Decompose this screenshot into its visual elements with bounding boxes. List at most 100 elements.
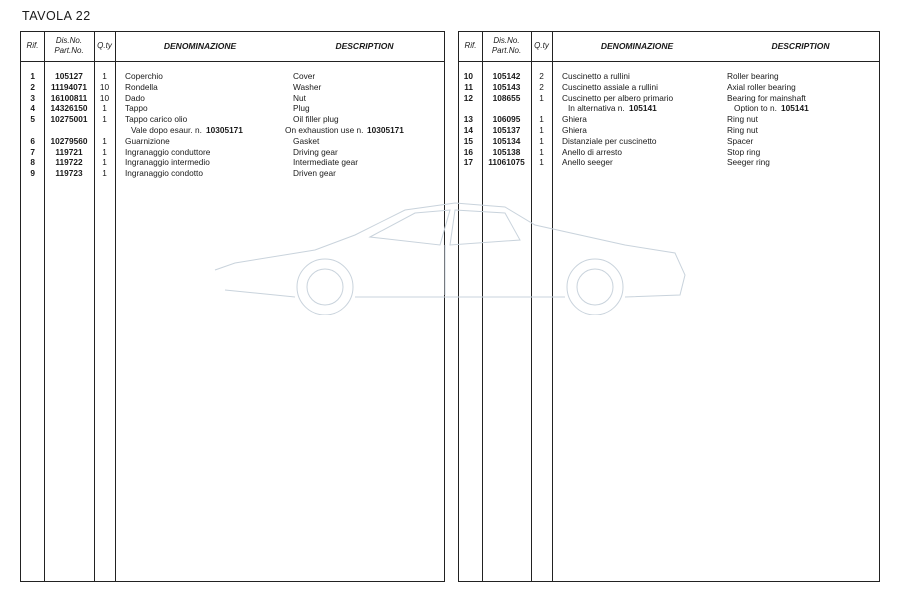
table-row: 16 105138 1 Anello di arresto Stop ring xyxy=(459,147,879,158)
page-title: TAVOLA 22 xyxy=(22,9,91,23)
description: Stop ring xyxy=(727,146,761,157)
description: Ring nut xyxy=(727,124,758,135)
description: Washer xyxy=(293,81,322,92)
quantity: 1 xyxy=(102,71,107,81)
description: Cover xyxy=(293,71,316,81)
note-it: In alternativa n. xyxy=(568,103,625,114)
part-number: 119723 xyxy=(55,168,83,179)
parts-table-left: Rif. Dis.No. Part.No. Q.ty DENOMINAZIONE… xyxy=(20,31,445,582)
denominazione: Anello di arresto xyxy=(562,146,622,157)
rif-number: 8 xyxy=(30,157,35,168)
description: Ring nut xyxy=(727,114,758,125)
car-silhouette-watermark xyxy=(214,202,686,315)
column-divider xyxy=(115,32,116,581)
quantity: 1 xyxy=(539,135,544,146)
header-denominazione: DENOMINAZIONE xyxy=(600,41,674,51)
header-dis-no: Dis.No. xyxy=(55,36,83,45)
description: Nut xyxy=(293,92,306,103)
quantity: 10 xyxy=(99,81,110,92)
description: Seeger ring xyxy=(727,157,770,168)
part-number: 10275001 xyxy=(50,114,88,125)
header-rif: Rif. xyxy=(464,41,477,50)
part-number: 105134 xyxy=(492,135,521,146)
header-qty: Q.ty xyxy=(97,41,112,50)
denominazione: Ghiera xyxy=(562,114,587,125)
part-number: 108655 xyxy=(492,92,521,103)
part-number: 11194071 xyxy=(51,81,87,92)
rif-number: 13 xyxy=(463,114,473,125)
header-dis-no: Dis.No. xyxy=(493,36,520,45)
quantity: 1 xyxy=(102,135,107,146)
rif-number: 6 xyxy=(30,135,35,146)
part-number: 105143 xyxy=(492,81,521,92)
description: Roller bearing xyxy=(727,71,779,81)
column-divider xyxy=(94,32,95,581)
rif-number: 5 xyxy=(30,114,35,125)
header-denominazione: DENOMINAZIONE xyxy=(163,41,237,51)
rif-number: 9 xyxy=(30,168,35,179)
description: Driven gear xyxy=(293,168,336,179)
denominazione: Ghiera xyxy=(562,124,587,135)
description: Bearing for mainshaft xyxy=(727,92,806,103)
column-divider xyxy=(482,32,483,581)
part-number: 119721 xyxy=(55,146,83,157)
note-en: On exhaustion use n. xyxy=(285,124,364,135)
rif-number: 1 xyxy=(30,71,35,81)
header-description: DESCRIPTION xyxy=(771,41,830,51)
table-header: Rif. Dis.No. Part.No. Q.ty DENOMINAZIONE… xyxy=(459,32,879,62)
description: Axial roller bearing xyxy=(727,81,796,92)
description: Oil filler plug xyxy=(293,114,339,125)
column-divider xyxy=(44,32,45,581)
denominazione: Guarnizione xyxy=(125,135,170,146)
rif-number: 7 xyxy=(30,146,35,157)
note-it-number: 10305171 xyxy=(206,124,243,135)
quantity: 2 xyxy=(539,71,544,81)
part-number: 105138 xyxy=(492,146,521,157)
denominazione: Distanziale per cuscinetto xyxy=(562,135,657,146)
denominazione: Cuscinetto assiale a rullini xyxy=(562,81,658,92)
header-qty: Q.ty xyxy=(534,41,549,50)
note-en-number: 105141 xyxy=(781,103,809,114)
denominazione: Cuscinetto per albero primario xyxy=(562,92,674,103)
quantity: 1 xyxy=(102,168,107,179)
header-rif: Rif. xyxy=(26,41,39,50)
header-part-no: Part.No. xyxy=(491,46,522,55)
part-number: 105142 xyxy=(492,71,521,81)
rif-number: 14 xyxy=(463,124,473,135)
column-divider xyxy=(531,32,532,581)
denominazione: Anello seeger xyxy=(562,157,613,168)
quantity: 1 xyxy=(539,157,544,168)
rif-number: 15 xyxy=(463,135,473,146)
part-number: 14326150 xyxy=(50,103,88,114)
quantity: 1 xyxy=(539,114,544,125)
denominazione: Coperchio xyxy=(125,71,163,81)
rif-number: 17 xyxy=(463,157,473,168)
rif-number: 4 xyxy=(30,103,35,114)
rif-number: 11 xyxy=(464,81,473,92)
note-en: Option to n. xyxy=(734,103,777,114)
denominazione: Dado xyxy=(125,92,145,103)
part-number: 16100811 xyxy=(50,92,88,103)
denominazione: Tappo carico olio xyxy=(125,114,188,125)
header-description: DESCRIPTION xyxy=(335,41,394,51)
table-header: Rif. Dis.No. Part.No. Q.ty DENOMINAZIONE… xyxy=(21,32,444,62)
part-number: 105137 xyxy=(492,124,521,135)
quantity: 1 xyxy=(539,146,544,157)
rif-number: 16 xyxy=(463,146,473,157)
